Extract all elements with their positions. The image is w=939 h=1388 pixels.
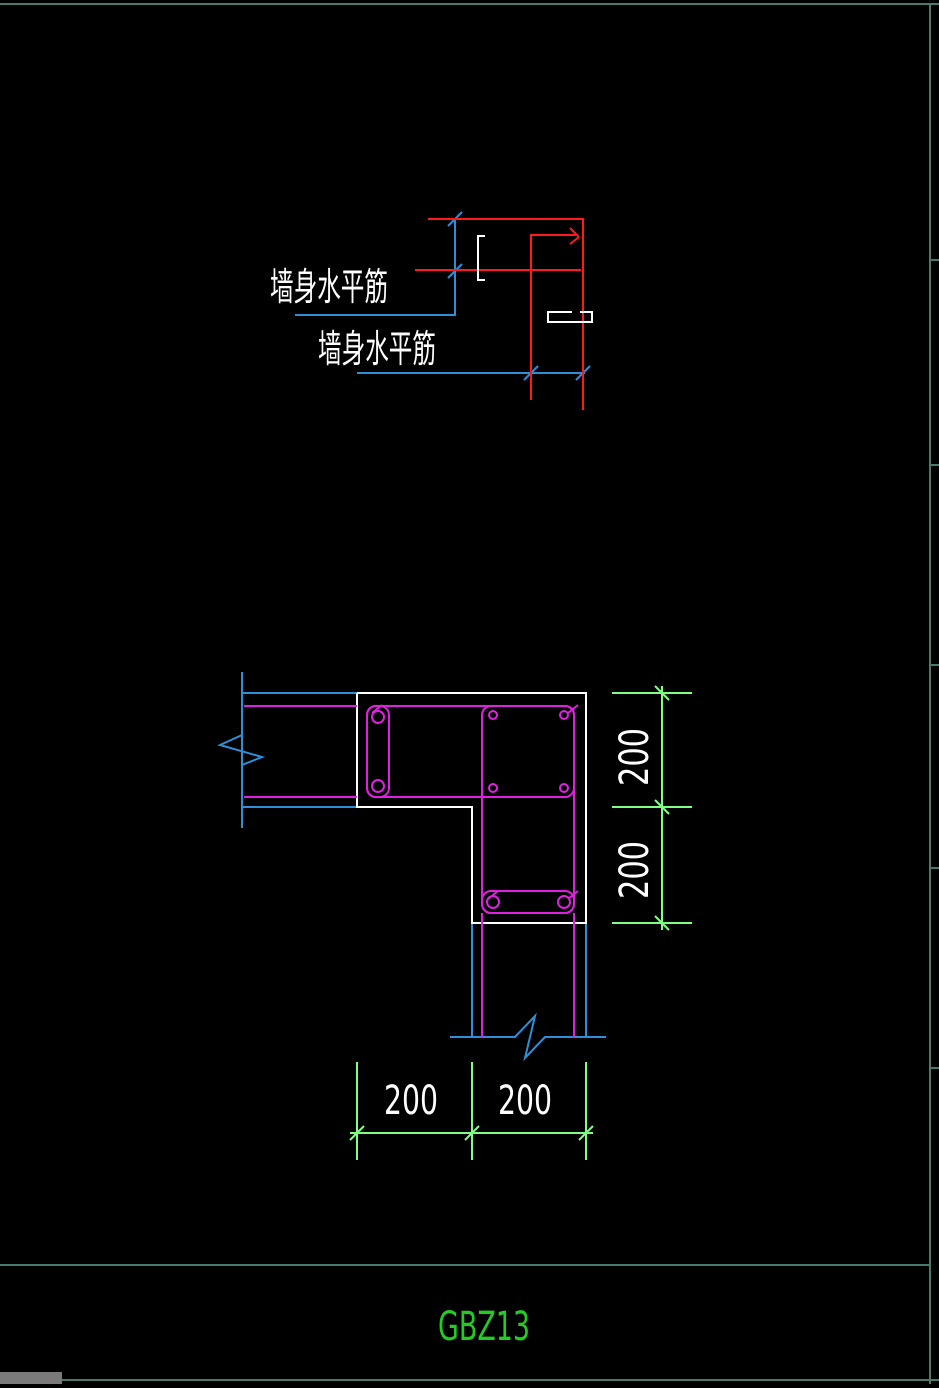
column-section: [217, 672, 606, 1062]
outer-rebar: [428, 218, 584, 410]
rebar-corner-detail: 墙身水平筋 墙身水平筋: [270, 211, 593, 410]
upper-leader-line: [295, 218, 456, 316]
horizontal-scrollbar-thumb[interactable]: [0, 1372, 62, 1384]
drawing-frame: [0, 3, 939, 1384]
break-line-left: [217, 718, 266, 766]
section-outline: [356, 692, 587, 924]
wall-horizontal-rebar-label-upper: 墙身水平筋: [270, 265, 388, 309]
stirrups: [244, 704, 579, 1038]
dimension-right-bottom: 200: [612, 841, 658, 899]
inner-rebar-v: [530, 234, 576, 400]
dimensions: [349, 685, 692, 1160]
dimension-right-top: 200: [612, 728, 658, 786]
c-hook-lower: [547, 311, 593, 323]
break-line-bottom: [450, 1012, 606, 1062]
drawing-title: GBZ13: [438, 1304, 530, 1350]
c-hook-upper: [477, 235, 485, 281]
dimension-bottom-right: 200: [498, 1078, 552, 1124]
wall-horizontal-rebar-label-lower: 墙身水平筋: [318, 327, 436, 371]
dimension-bottom-left: 200: [384, 1078, 438, 1124]
